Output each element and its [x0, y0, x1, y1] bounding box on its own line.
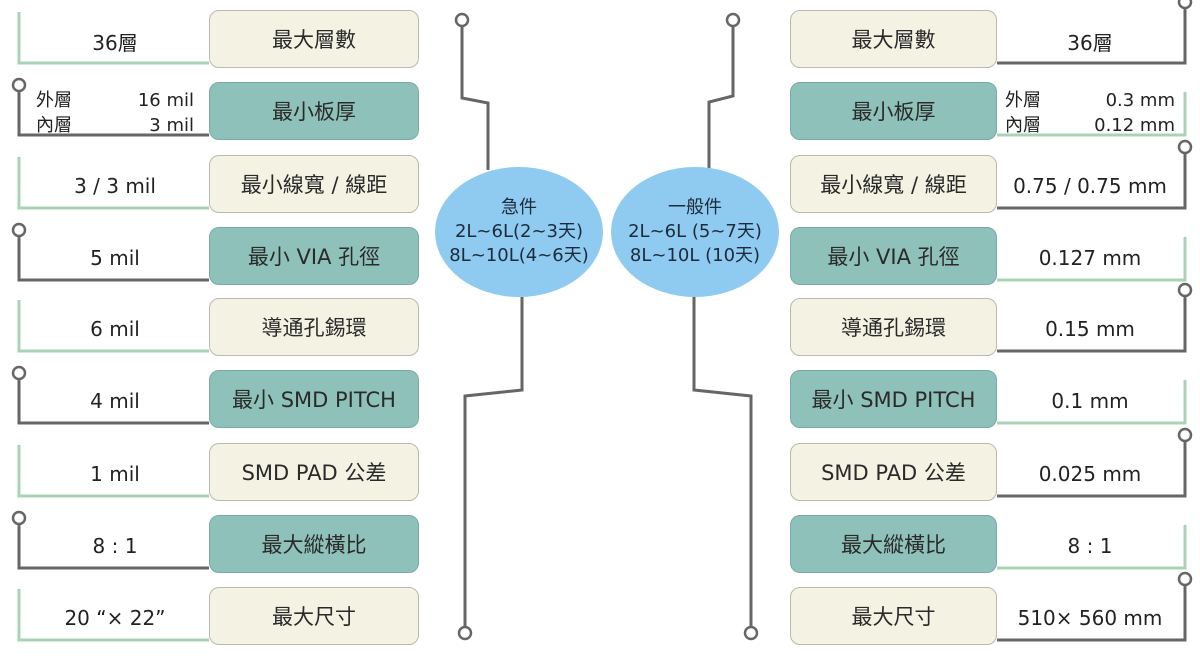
value-line: 外層 0.3 mm	[1005, 88, 1175, 113]
right-spec-label: SMD PAD 公差	[790, 443, 997, 501]
value-amount: 3 mil	[149, 115, 194, 136]
urgent-bubble: 急件 2L~6L(2~3天) 8L~10L(4~6天)	[435, 167, 603, 297]
left-spec-value: 36層	[92, 30, 138, 55]
right-spec-value: 0.1 mm	[1051, 389, 1129, 413]
left-spec-value: 3 / 3 mil	[74, 174, 156, 198]
right-spec-value: 0.15 mm	[1045, 317, 1135, 341]
via-pad-icon	[1177, 139, 1193, 155]
via-pad-icon	[11, 222, 27, 238]
via-pad-icon	[1177, 571, 1193, 587]
left-spec-label: 最小 VIA 孔徑	[209, 227, 419, 285]
via-pad-icon	[743, 625, 759, 641]
connector-trace	[997, 296, 1187, 353]
urgent-line-2: 8L~10L(4~6天)	[449, 245, 589, 266]
value-layer: 外層	[36, 90, 72, 111]
via-pad-icon	[725, 12, 741, 28]
connector-trace	[17, 525, 209, 570]
via-pad-icon	[11, 510, 27, 526]
left-spec-label: 最大縱橫比	[209, 515, 419, 573]
urgent-line-1: 2L~6L(2~3天)	[454, 221, 584, 242]
connector-trace	[997, 525, 1187, 570]
value-amount: 16 mil	[137, 90, 194, 111]
left-spec-value: 6 mil	[90, 317, 140, 341]
connector-trace	[17, 380, 209, 425]
connector-trace	[997, 380, 1187, 425]
right-spec-value: 510× 560 mm	[1017, 606, 1163, 630]
right-spec-label: 最小 SMD PITCH	[790, 370, 997, 428]
right-spec-value: 外層 0.3 mm 內層 0.12 mm	[1005, 84, 1175, 142]
right-spec-label: 最小板厚	[790, 82, 997, 140]
via-pad-icon	[454, 12, 470, 28]
via-pad-icon	[11, 365, 27, 381]
left-spec-value: 4 mil	[90, 389, 140, 413]
value-line: 內層 3 mil	[36, 113, 194, 138]
connector-trace	[17, 92, 209, 137]
left-spec-value: 20 “× 22”	[64, 606, 166, 630]
left-spec-value: 8 : 1	[92, 534, 138, 558]
connector-trace	[997, 8, 1187, 65]
right-spec-value: 36層	[1067, 30, 1113, 55]
connector-trace	[997, 441, 1187, 498]
left-spec-label: SMD PAD 公差	[209, 443, 419, 501]
left-spec-label: 最大層數	[209, 10, 419, 68]
left-spec-label: 導通孔錫環	[209, 298, 419, 356]
right-spec-value: 0.75 / 0.75 mm	[1013, 174, 1167, 198]
value-line: 內層 0.12 mm	[1005, 113, 1175, 138]
connector-trace	[17, 12, 209, 65]
value-layer: 內層	[1005, 115, 1041, 136]
via-pad-icon	[457, 625, 473, 641]
normal-line-1: 2L~6L (5~7天)	[628, 221, 762, 242]
right-spec-label: 最大縱橫比	[790, 515, 997, 573]
value-amount: 0.3 mm	[1105, 90, 1175, 111]
right-spec-value: 8 : 1	[1067, 534, 1113, 558]
right-spec-label: 最大層數	[790, 10, 997, 68]
connector-trace	[17, 445, 209, 498]
via-pad-icon	[1177, 427, 1193, 443]
normal-bottom-trace	[692, 297, 753, 627]
normal-top-trace	[707, 26, 735, 168]
left-spec-label: 最小板厚	[209, 82, 419, 140]
right-spec-label: 最小 VIA 孔徑	[790, 227, 997, 285]
left-spec-value: 5 mil	[90, 246, 140, 270]
via-pad-icon	[11, 77, 27, 93]
urgent-bottom-trace	[463, 297, 524, 627]
normal-bubble: 一般件 2L~6L (5~7天) 8L~10L (10天)	[611, 167, 779, 297]
urgent-top-trace	[460, 26, 490, 170]
connector-trace	[17, 589, 209, 642]
connector-trace	[997, 237, 1187, 282]
urgent-title: 急件	[501, 197, 537, 218]
right-spec-value: 0.025 mm	[1038, 462, 1142, 486]
connector-trace	[997, 153, 1187, 210]
left-spec-label: 最小線寬 / 線距	[209, 155, 419, 213]
value-layer: 外層	[1005, 90, 1041, 111]
left-spec-value: 1 mil	[90, 462, 140, 486]
value-line: 外層 16 mil	[36, 88, 194, 113]
right-spec-label: 最小線寬 / 線距	[790, 155, 997, 213]
connector-trace	[17, 237, 209, 282]
via-pad-icon	[1177, 0, 1193, 10]
value-layer: 內層	[36, 115, 72, 136]
left-spec-label: 最小 SMD PITCH	[209, 370, 419, 428]
via-pad-icon	[1177, 282, 1193, 298]
right-spec-label: 最大尺寸	[790, 587, 997, 645]
right-spec-label: 導通孔錫環	[790, 298, 997, 356]
connector-trace	[17, 157, 209, 210]
value-amount: 0.12 mm	[1094, 115, 1175, 136]
right-spec-value: 0.127 mm	[1038, 246, 1142, 270]
normal-line-2: 8L~10L (10天)	[629, 245, 761, 266]
connector-trace	[17, 300, 209, 353]
normal-title: 一般件	[668, 197, 722, 218]
connector-trace	[997, 585, 1187, 642]
left-spec-value: 外層 16 mil 內層 3 mil	[36, 84, 194, 142]
connector-trace	[997, 92, 1187, 137]
left-spec-label: 最大尺寸	[209, 587, 419, 645]
